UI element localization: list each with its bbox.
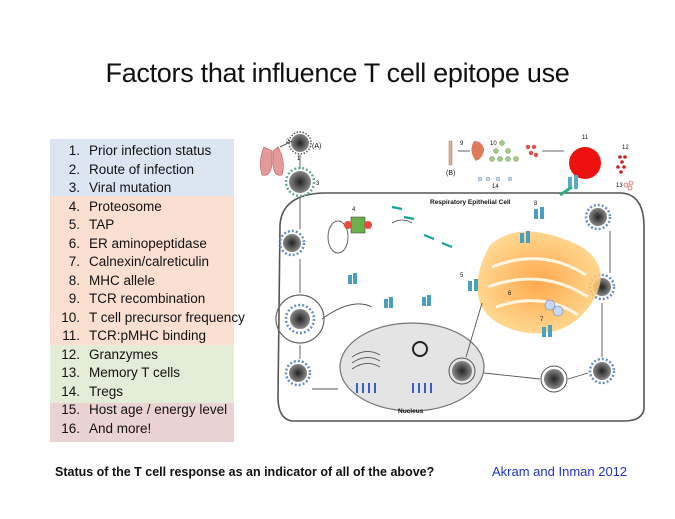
budding-virus bbox=[540, 365, 568, 393]
factor-item: 10.T cell precursor frequency bbox=[61, 309, 245, 325]
vesicle bbox=[327, 220, 349, 254]
factor-item: 4.Proteosome bbox=[68, 198, 162, 214]
viral-rna bbox=[356, 383, 432, 393]
svg-text:7: 7 bbox=[540, 317, 544, 323]
pathway-arrows bbox=[299, 197, 611, 390]
svg-text:5: 5 bbox=[460, 273, 464, 279]
panel-b-label: (B) bbox=[446, 170, 455, 177]
factor-item: 12.Granzymes bbox=[61, 346, 159, 362]
svg-text:14: 14 bbox=[492, 184, 499, 190]
nucleus-label: Nucleus bbox=[398, 408, 424, 415]
lungs-icon bbox=[260, 146, 284, 176]
band-infection bbox=[50, 139, 234, 196]
svg-text:1: 1 bbox=[297, 156, 301, 162]
viral-genome bbox=[412, 341, 428, 357]
tcr-pmhc-complex bbox=[559, 175, 578, 197]
bone-icon bbox=[448, 140, 453, 166]
svg-text:12: 12 bbox=[622, 145, 629, 151]
svg-text:6: 6 bbox=[508, 291, 512, 297]
citation: Akram and Inman 2012 bbox=[492, 464, 628, 479]
virus-icon bbox=[288, 131, 312, 155]
proteasome-icon bbox=[344, 216, 372, 234]
factor-item: 11.TCR:pMHC binding bbox=[62, 328, 207, 343]
svg-text:2: 2 bbox=[286, 139, 290, 145]
svg-text:8: 8 bbox=[534, 201, 538, 207]
released-virus bbox=[588, 357, 616, 385]
tcell-clones bbox=[525, 144, 539, 158]
endoplasmic-reticulum bbox=[477, 231, 601, 334]
virus-icon bbox=[278, 229, 306, 257]
svg-text:13: 13 bbox=[616, 183, 623, 189]
peptide-fragments bbox=[391, 205, 453, 249]
svg-text:10: 10 bbox=[490, 141, 497, 147]
panel-a: (A) 2 1 3 bbox=[260, 131, 321, 198]
factor-item: 6.ER aminopeptidase bbox=[68, 235, 207, 251]
tcell-tree bbox=[489, 140, 519, 162]
factor-item: 7.Calnexin/calreticulin bbox=[68, 254, 210, 269]
factor-list-panel: 1.Prior infection status 2.Route of infe… bbox=[50, 139, 245, 442]
factor-item: 15.Host age / energy level bbox=[61, 402, 228, 417]
band-tcell bbox=[50, 345, 234, 403]
factor-item: 5.TAP bbox=[68, 217, 115, 232]
mhc-molecules bbox=[468, 207, 552, 337]
cell-membrane bbox=[277, 192, 645, 422]
factor-item: 3.Viral mutation bbox=[68, 180, 172, 195]
calnexin-icon bbox=[544, 299, 564, 317]
virus-icon bbox=[284, 166, 316, 198]
factor-list: 1.Prior infection status 2.Route of infe… bbox=[50, 142, 245, 438]
cell-label: Respiratory Epithelial Cell bbox=[430, 199, 511, 206]
assembling-virus bbox=[448, 357, 476, 385]
svg-text:4: 4 bbox=[352, 207, 356, 213]
dna-strands bbox=[351, 351, 381, 370]
factor-item: 14.Tregs bbox=[61, 383, 124, 399]
thymus-icon bbox=[471, 141, 484, 161]
factor-item: 2.Route of infection bbox=[68, 161, 195, 177]
panel-b: (B) 9 10 14 11 12 13 bbox=[446, 135, 634, 197]
factor-item: 8.MHC allele bbox=[68, 272, 156, 288]
virus-icon bbox=[284, 359, 312, 387]
slide-title: Factors that influence T cell epitope us… bbox=[105, 58, 570, 88]
factor-item: 9.TCR recombination bbox=[68, 291, 206, 306]
memory-tcells bbox=[623, 180, 634, 191]
band-antigen-processing bbox=[50, 196, 234, 345]
virus-icon bbox=[284, 303, 316, 335]
factor-item: 16.And more! bbox=[61, 420, 152, 436]
endosome bbox=[275, 294, 325, 344]
activated-tcell bbox=[569, 147, 601, 179]
svg-text:3: 3 bbox=[316, 181, 320, 187]
svg-text:9: 9 bbox=[460, 141, 464, 147]
footer-question: Status of the T cell response as an indi… bbox=[55, 465, 435, 479]
granzymes bbox=[616, 155, 627, 174]
band-host bbox=[50, 403, 234, 442]
tcell-epitope-diagram: Respiratory Epithelial Cell (A) 2 1 3 (B… bbox=[260, 131, 645, 422]
surface-mhc bbox=[348, 273, 431, 308]
factor-item: 13.Memory T cells bbox=[61, 365, 181, 380]
svg-text:11: 11 bbox=[582, 135, 589, 141]
panel-a-label: (A) bbox=[312, 143, 321, 150]
virus-icon bbox=[584, 203, 612, 231]
factor-item: 1.Prior infection status bbox=[68, 143, 212, 158]
